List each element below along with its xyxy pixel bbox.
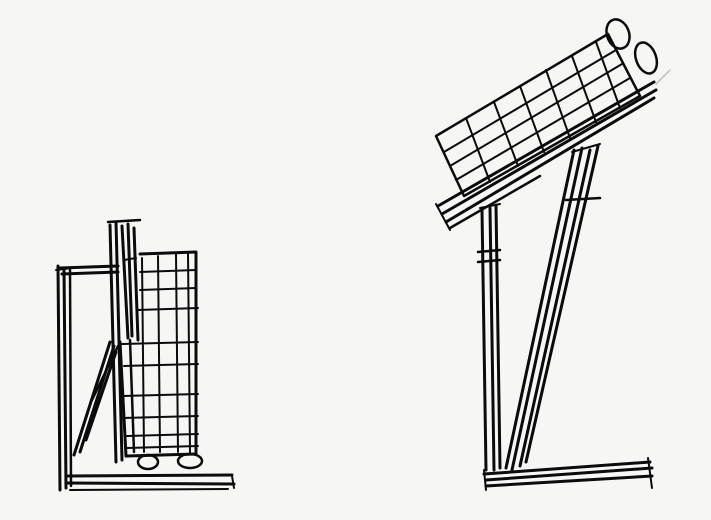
- tilted-solar-panel-sketch: [436, 16, 670, 490]
- folded-solar-panel-sketch: [56, 220, 234, 490]
- left-top-arm: [60, 266, 118, 274]
- right-rear-leg: [506, 144, 600, 470]
- left-base-plate: [66, 475, 234, 490]
- left-wheels: [138, 454, 202, 469]
- right-tilted-panel-grid: [436, 34, 640, 196]
- left-diagonal-strut: [74, 342, 118, 455]
- right-panel-beam: [436, 82, 656, 230]
- right-wheels: [603, 16, 670, 84]
- left-vertical-post: [56, 266, 72, 490]
- right-base-plate: [484, 458, 652, 490]
- right-front-leg: [478, 204, 500, 470]
- left-folded-panel-grid: [120, 252, 198, 456]
